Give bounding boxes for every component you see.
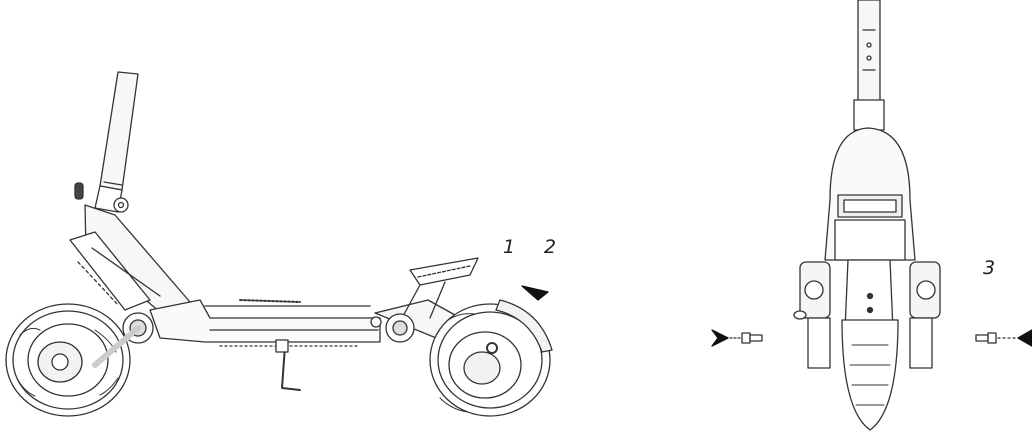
deck [149,299,381,347]
rear-view-brackets [793,261,941,369]
rear-view-wheel [841,319,899,431]
front-wheel [5,303,131,417]
arrow-marker-2 [521,285,549,301]
kickstand [275,339,301,391]
rear-view-scooter [711,0,1032,431]
step-label-3: 3 [983,257,996,279]
left-screw-indicator [711,329,763,347]
steering-stem [74,71,139,213]
front-fork [69,204,191,313]
step-label-2: 2 [544,236,557,258]
side-view-scooter [5,71,553,417]
step-label-1: 1 [503,236,516,258]
rear-fender [486,299,553,354]
rear-view-stem [853,0,885,131]
rear-view-mudguard [844,259,894,331]
rear-wheel [429,303,551,417]
right-screw-indicator [975,329,1032,347]
